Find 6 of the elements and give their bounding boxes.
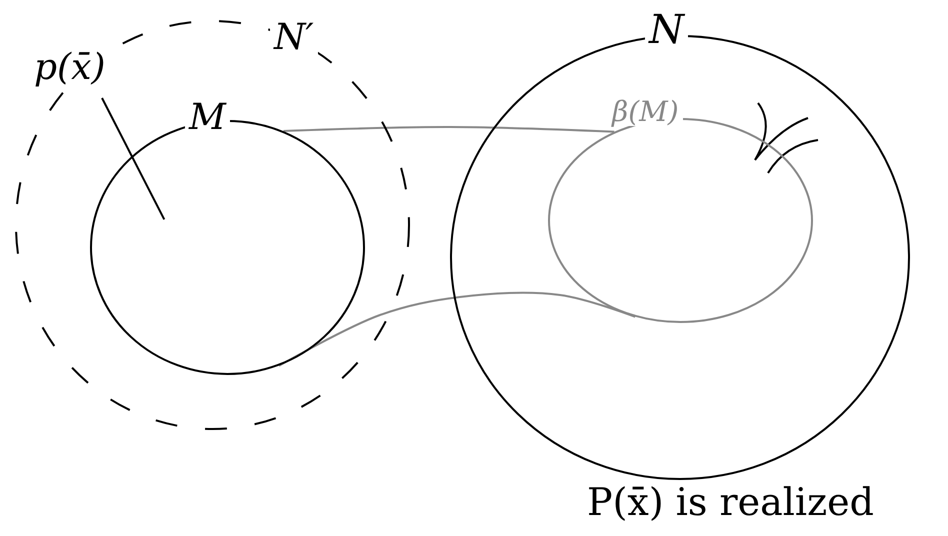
connector-line: [283, 126, 614, 133]
caption-text: P(x̄) is realized: [586, 483, 875, 521]
image-label: β(M): [608, 98, 683, 126]
connector-line: [278, 292, 636, 367]
leader-line: [101, 98, 166, 220]
set-label: N′: [270, 20, 318, 56]
